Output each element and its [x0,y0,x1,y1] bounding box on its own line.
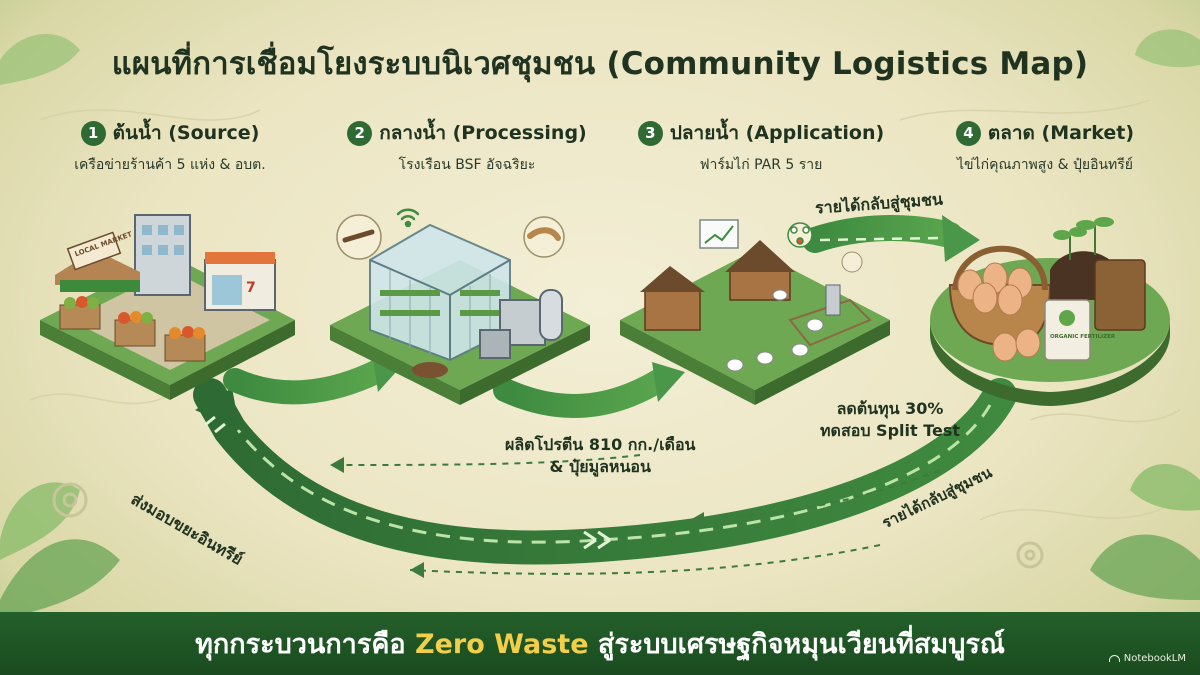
stage-3-number: 3 [637,120,663,146]
chicken-icons [726,289,824,372]
brand-watermark: NotebookLM [1108,653,1186,664]
stage-3-header: 3 ปลายน้ำ (Application) ฟาร์มไก่ PAR 5 รา… [621,118,901,176]
stage-4-title: ตลาด (Market) [987,122,1135,144]
stage-2-title: กลางน้ำ (Processing) [379,122,587,144]
cost-line-1: ลดต้นทุน 30% [836,399,944,418]
wifi-icon [396,208,420,228]
thin-arrow-heads [330,457,704,578]
stage-4-header: 4 ตลาด (Market) ไข่ไก่คุณภาพสูง & ปุ๋ยอิน… [905,118,1185,176]
stage-3-title: ปลายน้ำ (Application) [669,122,885,144]
stage-2-scene [330,208,590,405]
cost-label: ลดต้นทุน 30% ทดสอบ Split Test [820,398,960,441]
fertilizer-bag: ORGANIC FERTILIZER [1044,259,1146,361]
footer-highlight: Zero Waste [415,629,589,660]
leaf-decoration [0,29,1200,620]
stage-1-title: ต้นน้ำ (Source) [112,122,260,144]
stage-2-header: 2 กลางน้ำ (Processing) โรงเรือน BSF อัจฉร… [327,118,607,176]
fly-icon [342,229,375,243]
footer-suffix: สู่ระบบเศรษฐกิจหมุนเวียนที่สมบูรณ์ [588,629,1005,660]
notebooklm-logo-icon [1108,655,1120,662]
produce-crates [59,296,206,362]
stage-2-number: 2 [347,120,373,146]
larva-icon [527,227,561,241]
cost-line-2: ทดสอบ Split Test [820,420,961,440]
coop [640,240,795,331]
production-label: ผลิตโปรตีน 810 กก./เดือน & ปุ๋ยมูลหนอน [505,434,695,477]
thin-return-arrows [329,454,941,575]
brand-label: NotebookLM [1123,653,1186,664]
stage-4-subtitle: ไข่ไก่คุณภาพสูง & ปุ๋ยอินทรีย์ [956,157,1134,173]
stage-2-subtitle: โรงเรือน BSF อัจฉริยะ [398,157,536,173]
fertilizer-bag-label: ORGANIC FERTILIZER [1050,334,1116,340]
footer-tagline: ทุกกระบวนการคือ Zero Waste สู่ระบบเศรษฐก… [0,622,1200,665]
production-line-2: & ปุ๋ยมูลหนอน [549,456,651,476]
footer-banner [0,612,1200,675]
stage-1-scene: 7 LOCAL MARKET [40,214,295,400]
sprout-icon [1053,217,1114,260]
stage-4-number: 4 [955,120,981,146]
footer-prefix: ทุกกระบวนการคือ [195,629,416,660]
stage-3-subtitle: ฟาร์มไก่ PAR 5 ราย [699,157,823,173]
gear-icon [52,482,1044,569]
stage-1-number: 1 [80,120,106,146]
stage-1-header: 1 ต้นน้ำ (Source) เครือข่ายร้านค้า 5 แห่ง… [30,118,310,176]
stage-3-scene [620,219,890,405]
processing-machine [479,289,563,359]
feeder-icon [825,251,863,316]
network-icon [787,222,813,248]
return-flow-loop [193,378,1017,565]
greenhouse [369,223,511,362]
stage-4-scene: ORGANIC FERTILIZER [930,217,1170,406]
chart-sign-icon [699,219,739,249]
svg-text:7: 7 [246,280,256,296]
background-decoration [29,99,1181,521]
stage-1-subtitle: เครือข่ายร้านค้า 5 แห่ง & อบต. [74,157,266,173]
page-title: แผนที่การเชื่อมโยงระบบนิเวศชุมชน (Commun… [111,46,1089,82]
production-line-1: ผลิตโปรตีน 810 กก./เดือน [505,435,696,454]
